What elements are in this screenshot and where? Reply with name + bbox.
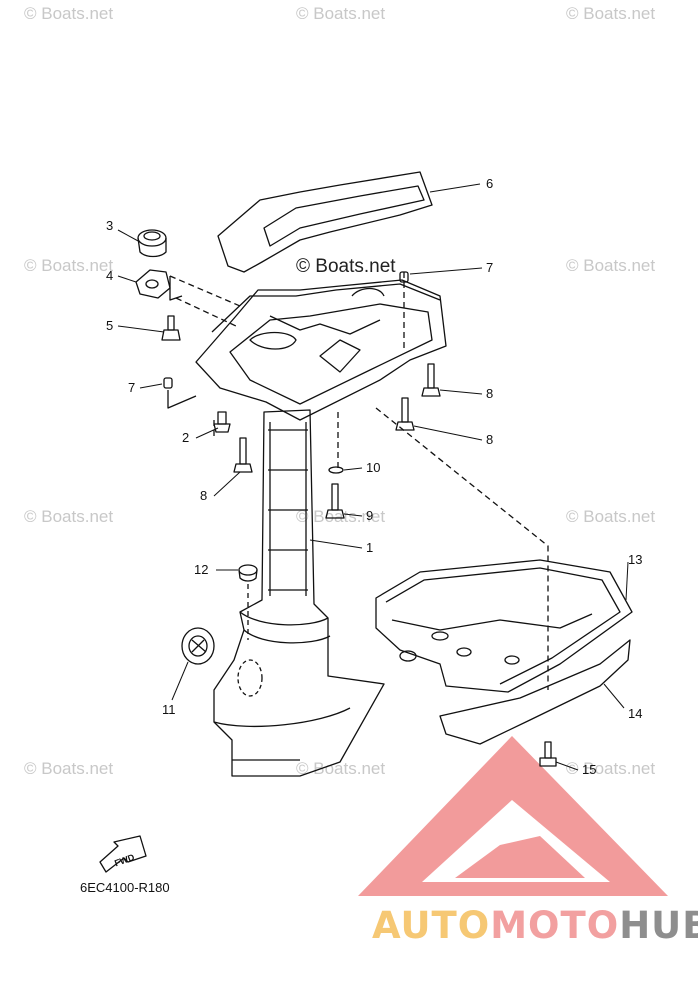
- callout-number: 13: [628, 552, 642, 567]
- cover-part-14: [439, 639, 631, 745]
- logo-part: MOTO: [490, 904, 620, 947]
- logo-part: HUB: [619, 904, 698, 947]
- bolt-part-8: [395, 397, 415, 431]
- bracket-line: [169, 276, 183, 301]
- watermark: © Boats.net: [566, 256, 656, 275]
- upper-casing: [195, 279, 447, 421]
- callout-number: 2: [182, 430, 189, 445]
- callout-number: 1: [366, 540, 373, 555]
- seal-part-13: [375, 559, 633, 693]
- callout-number: 11: [162, 702, 176, 717]
- callout-number: 6: [486, 176, 493, 191]
- logo: AUTOMOTOHUB: [372, 904, 698, 947]
- fwd-label: FWD: [113, 852, 136, 869]
- center-watermark: © Boats.net: [296, 256, 396, 277]
- callout-number: 14: [628, 706, 642, 721]
- watermark: © Boats.net: [24, 256, 114, 275]
- watermark: © Boats.net: [566, 4, 656, 23]
- watermark: © Boats.net: [566, 507, 656, 526]
- bolt-part-8: [233, 437, 253, 473]
- callout-number: 4: [106, 268, 113, 283]
- bolt-part-8: [421, 363, 441, 397]
- grommet-part-12: [238, 564, 258, 640]
- callout-number: 15: [582, 762, 596, 777]
- dowel-part-7: [163, 377, 173, 389]
- leader-lines: [117, 183, 629, 771]
- gasket-part-4: [135, 269, 171, 299]
- fwd-arrow-icon: [99, 835, 147, 873]
- bracket-line: [167, 390, 197, 409]
- bolt-part-9: [325, 483, 345, 519]
- callout-number: 8: [486, 386, 493, 401]
- plug-part-3: [137, 229, 167, 258]
- upper-casing-part-1: [213, 409, 385, 777]
- washer-part-10: [328, 466, 344, 474]
- gasket-part-6: [217, 171, 433, 273]
- callout-number: 8: [200, 488, 207, 503]
- callout-number: 3: [106, 218, 113, 233]
- logo-part: AUTO: [372, 904, 491, 947]
- watermark: © Boats.net: [296, 4, 386, 23]
- watermark: © Boats.net: [296, 507, 386, 526]
- bolt-part-5: [161, 315, 181, 341]
- dowel-part-7: [399, 271, 409, 283]
- watermark: © Boats.net: [24, 759, 114, 778]
- callout-number: 7: [128, 380, 135, 395]
- plug-part-11: [181, 627, 215, 665]
- diagram-code: 6EC4100-R180: [80, 880, 170, 895]
- screw-part-15: [539, 741, 557, 767]
- callout-number: 10: [366, 460, 380, 475]
- watermark: © Boats.net: [24, 507, 114, 526]
- callout-number: 9: [366, 508, 373, 523]
- watermark: © Boats.net: [24, 4, 114, 23]
- logo-triangle: [358, 736, 668, 896]
- watermark: © Boats.net: [296, 759, 386, 778]
- callout-number: 8: [486, 432, 493, 447]
- callout-number: 12: [194, 562, 208, 577]
- callout-number: 5: [106, 318, 113, 333]
- callout-number: 7: [486, 260, 493, 275]
- guide-lines: [169, 272, 549, 690]
- watermark: © Boats.net: [566, 759, 656, 778]
